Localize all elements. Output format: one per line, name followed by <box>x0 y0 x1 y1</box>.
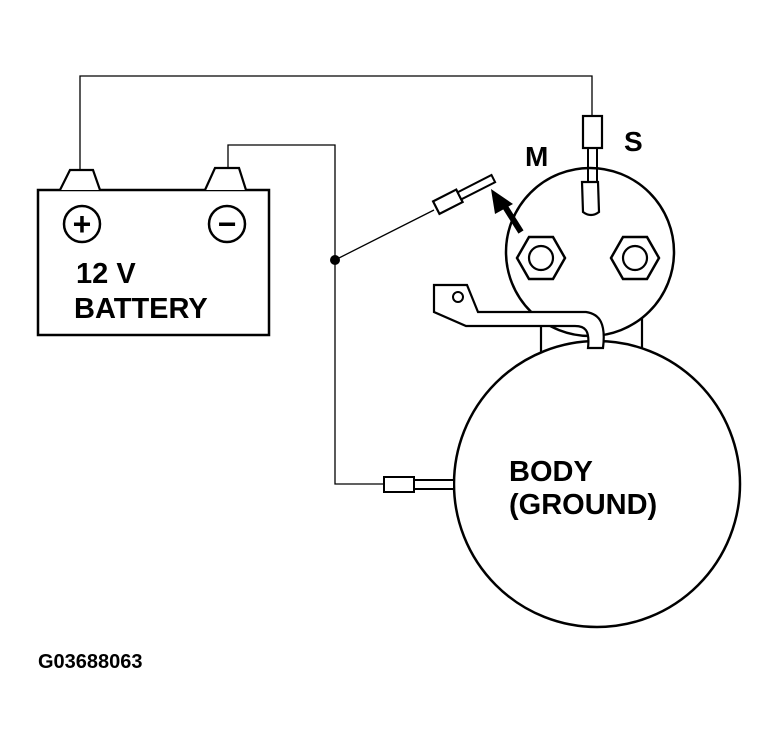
negative-terminal-icon <box>207 204 247 244</box>
battery-voltage-label: 12 V <box>76 258 136 290</box>
wire-junction-dot <box>330 255 340 265</box>
motor-body-label-line1: BODY <box>509 456 593 488</box>
motor-body-label-line2: (GROUND) <box>509 489 657 521</box>
battery-negative-post <box>203 166 248 191</box>
strap-bolt-hole <box>452 291 464 303</box>
m-terminal-nut-icon <box>515 235 567 281</box>
battery: + − 12 V BATTERY <box>36 166 271 337</box>
s-terminal-nut-icon <box>609 235 661 281</box>
m-test-clip <box>431 173 497 216</box>
terminal-s-label: S <box>624 126 643 157</box>
terminal-strap <box>432 283 605 350</box>
positive-symbol: + <box>73 206 92 242</box>
negative-symbol: − <box>218 206 237 242</box>
wire-battery-positive-to-s-terminal <box>79 75 593 170</box>
solenoid: M S <box>431 114 676 350</box>
figure-id: G03688063 <box>38 651 143 673</box>
battery-name-label: BATTERY <box>74 293 208 325</box>
s-terminal-connector <box>580 114 604 217</box>
positive-terminal-icon <box>62 204 102 244</box>
terminal-m-label: M <box>525 141 548 172</box>
connection-arrow-icon <box>491 189 524 234</box>
starter-motor: BODY (GROUND) <box>383 305 742 629</box>
wire-junction-to-m-clip <box>334 209 435 261</box>
wiring <box>79 75 593 485</box>
battery-positive-post <box>59 168 102 191</box>
motor-body <box>452 339 742 629</box>
wire-battery-negative-to-ground <box>227 144 384 485</box>
ground-clip-connector <box>383 476 455 493</box>
